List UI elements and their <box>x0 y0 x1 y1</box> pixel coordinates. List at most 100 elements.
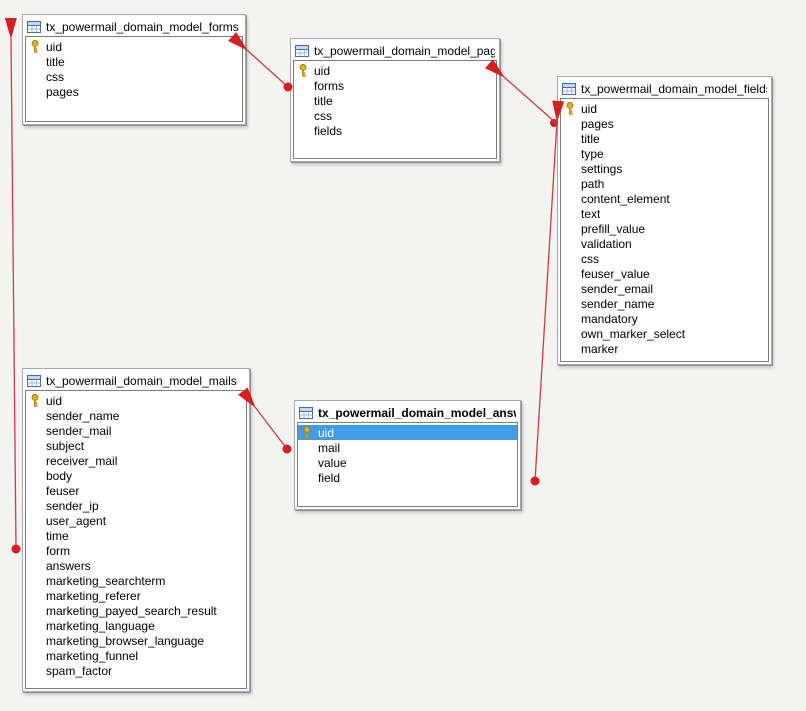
entity-header[interactable]: tx_powermail_domain_model_fields <box>560 79 769 98</box>
table-row-value[interactable]: value <box>298 455 517 470</box>
table-row-user_agent[interactable]: user_agent <box>26 513 246 528</box>
table-icon <box>562 82 576 95</box>
table-row-answers[interactable]: answers <box>26 558 246 573</box>
entity-tx_powermail_domain_model_answers[interactable]: tx_powermail_domain_model_answers uidmai… <box>294 400 521 510</box>
table-row-forms[interactable]: forms <box>294 78 496 93</box>
table-row-receiver_mail[interactable]: receiver_mail <box>26 453 246 468</box>
column-name: marketing_browser_language <box>46 633 205 648</box>
table-row-mail[interactable]: mail <box>298 440 517 455</box>
table-row-uid[interactable]: uid <box>26 393 246 408</box>
column-name: pages <box>581 116 614 131</box>
table-row-marketing_payed_search_result[interactable]: marketing_payed_search_result <box>26 603 246 618</box>
table-row-own_marker_select[interactable]: own_marker_select <box>561 326 768 341</box>
entity-header[interactable]: tx_powermail_domain_model_forms <box>25 17 243 36</box>
table-row-feuser_value[interactable]: feuser_value <box>561 266 768 281</box>
table-row-form[interactable]: form <box>26 543 246 558</box>
table-row-subject[interactable]: subject <box>26 438 246 453</box>
column-name: marketing_referer <box>46 588 141 603</box>
table-row-validation[interactable]: validation <box>561 236 768 251</box>
table-row-css[interactable]: css <box>294 108 496 123</box>
column-name: marketing_language <box>46 618 155 633</box>
column-name: subject <box>46 438 85 453</box>
primary-key-icon <box>30 40 46 53</box>
table-row-marker[interactable]: marker <box>561 341 768 356</box>
table-row-sender_email[interactable]: sender_email <box>561 281 768 296</box>
table-row-title[interactable]: title <box>26 54 242 69</box>
column-name: css <box>581 251 599 266</box>
table-row-css[interactable]: css <box>26 69 242 84</box>
column-name: pages <box>46 84 79 99</box>
table-row-spam_factor[interactable]: spam_factor <box>26 663 246 678</box>
primary-key-icon <box>302 426 318 439</box>
entity-header[interactable]: tx_powermail_domain_model_pages <box>293 41 497 60</box>
table-row-body[interactable]: body <box>26 468 246 483</box>
entity-header[interactable]: tx_powermail_domain_model_mails <box>25 371 247 390</box>
column-name: sender_name <box>581 296 655 311</box>
table-row-css[interactable]: css <box>561 251 768 266</box>
column-name: fields <box>314 123 343 138</box>
column-name: text <box>581 206 601 221</box>
relation-pages-forms[interactable] <box>228 32 289 88</box>
table-row-path[interactable]: path <box>561 176 768 191</box>
column-name: body <box>46 468 73 483</box>
table-row-title[interactable]: title <box>294 93 496 108</box>
column-name: sender_ip <box>46 498 99 513</box>
table-icon <box>295 44 309 57</box>
table-row-uid[interactable]: uid <box>294 63 496 78</box>
column-name: content_element <box>581 191 670 206</box>
table-row-type[interactable]: type <box>561 146 768 161</box>
relation-answers-fields[interactable] <box>534 100 565 482</box>
table-row-text[interactable]: text <box>561 206 768 221</box>
column-name: sender_name <box>46 408 120 423</box>
column-name: mail <box>318 440 341 455</box>
table-row-uid[interactable]: uid <box>298 425 517 440</box>
table-row-marketing_funnel[interactable]: marketing_funnel <box>26 648 246 663</box>
column-name: feuser_value <box>581 266 650 281</box>
column-name: uid <box>318 425 335 440</box>
table-row-field[interactable]: field <box>298 470 517 485</box>
table-row-uid[interactable]: uid <box>561 101 768 116</box>
primary-key-icon <box>30 394 46 407</box>
table-row-marketing_searchterm[interactable]: marketing_searchterm <box>26 573 246 588</box>
column-name: own_marker_select <box>581 326 686 341</box>
column-name: title <box>46 54 65 69</box>
table-row-feuser[interactable]: feuser <box>26 483 246 498</box>
table-row-fields[interactable]: fields <box>294 123 496 138</box>
entity-header[interactable]: tx_powermail_domain_model_answers <box>297 403 518 422</box>
table-row-pages[interactable]: pages <box>26 84 242 99</box>
table-row-sender_mail[interactable]: sender_mail <box>26 423 246 438</box>
column-name: answers <box>46 558 91 573</box>
column-name: value <box>318 455 347 470</box>
table-row-title[interactable]: title <box>561 131 768 146</box>
table-row-marketing_browser_language[interactable]: marketing_browser_language <box>26 633 246 648</box>
column-name: user_agent <box>46 513 107 528</box>
table-row-marketing_language[interactable]: marketing_language <box>26 618 246 633</box>
entity-title: tx_powermail_domain_model_fields <box>581 81 767 96</box>
column-name: validation <box>581 236 632 251</box>
relation-answers-mails[interactable] <box>238 387 288 450</box>
relation-fields-pages[interactable] <box>485 59 557 124</box>
table-row-pages[interactable]: pages <box>561 116 768 131</box>
table-row-marketing_referer[interactable]: marketing_referer <box>26 588 246 603</box>
table-row-content_element[interactable]: content_element <box>561 191 768 206</box>
table-row-uid[interactable]: uid <box>26 39 242 54</box>
entity-title: tx_powermail_domain_model_answers <box>318 405 516 420</box>
relation-mails-forms[interactable] <box>4 17 17 550</box>
table-row-prefill_value[interactable]: prefill_value <box>561 221 768 236</box>
table-row-sender_name[interactable]: sender_name <box>561 296 768 311</box>
relation-endpoint-dot <box>530 476 540 486</box>
table-row-sender_name[interactable]: sender_name <box>26 408 246 423</box>
table-row-time[interactable]: time <box>26 528 246 543</box>
table-row-mandatory[interactable]: mandatory <box>561 311 768 326</box>
column-name: path <box>581 176 605 191</box>
primary-key-icon <box>565 102 581 115</box>
table-row-settings[interactable]: settings <box>561 161 768 176</box>
table-row-sender_ip[interactable]: sender_ip <box>26 498 246 513</box>
column-name: spam_factor <box>46 663 113 678</box>
